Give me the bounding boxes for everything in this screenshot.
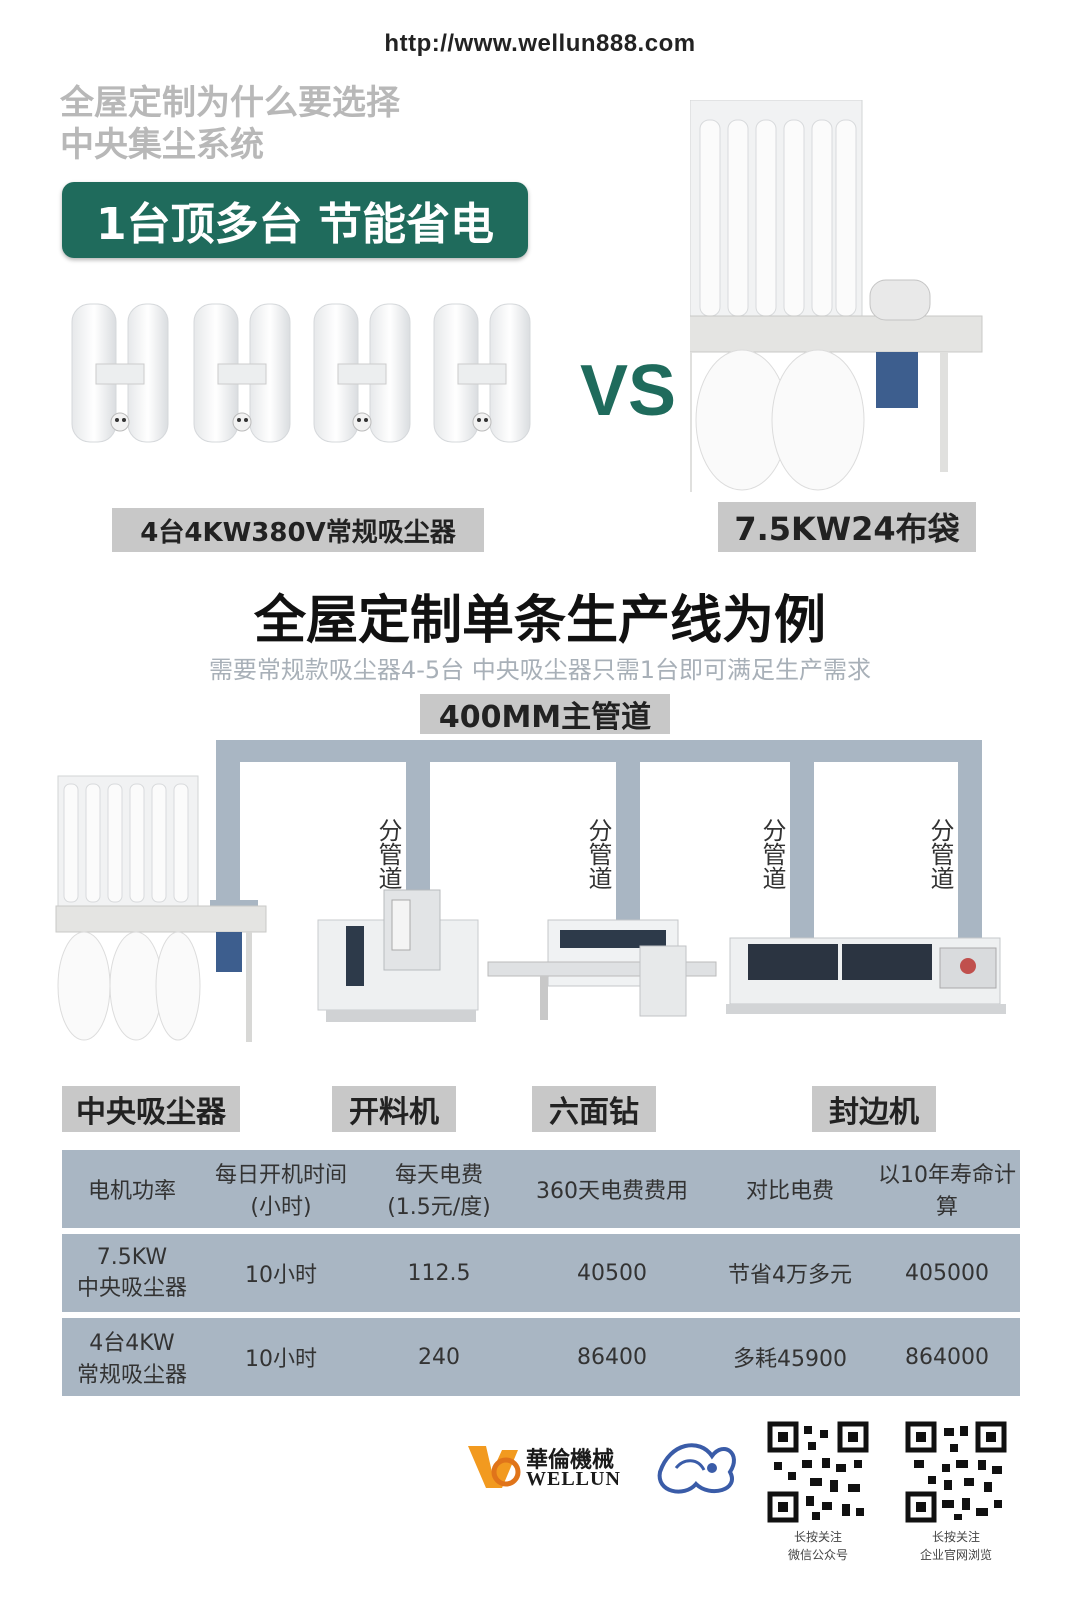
logo-english-name: WELLUN: [526, 1468, 621, 1490]
small-collector-4: [433, 303, 531, 443]
machine-label-central-collector: 中央吸尘器: [62, 1086, 240, 1132]
logo-chinese-name: 華倫機械: [526, 1447, 615, 1473]
table-cell: 节省4万多元: [706, 1234, 874, 1312]
production-line-heading: 全屋定制单条生产线为例: [253, 591, 826, 651]
vs-text: VS: [580, 351, 677, 431]
qr-caption-website: 长按关注 企业官网浏览: [904, 1528, 1008, 1564]
website-url: http://www.wellun888.com: [384, 30, 696, 57]
cnc-cutting-machine: [317, 889, 479, 1022]
conventional-collector-label: 4台4KW380V常规吸尘器: [112, 508, 484, 552]
table-cell: 240: [360, 1318, 518, 1396]
central-collector-spec-label: 7.5KW24布袋: [718, 502, 976, 552]
machine-label-edge-banding: 封边机: [812, 1086, 936, 1132]
intro-text: 全屋定制为什么要选择 中央集尘系统: [60, 82, 400, 166]
intro-line-1: 全屋定制为什么要选择: [60, 83, 400, 123]
table-cell: 864000: [874, 1318, 1020, 1396]
machine-label-cutting: 开料机: [332, 1086, 456, 1132]
main-pipe-drop: [216, 740, 240, 916]
qr-caption-line: 微信公众号: [787, 1548, 848, 1562]
qr-block-wechat: 长按关注 微信公众号: [766, 1420, 870, 1564]
table-cell: 多耗45900: [706, 1318, 874, 1396]
table-cell: 86400: [518, 1318, 706, 1396]
qr-caption-line: 企业官网浏览: [919, 1548, 992, 1562]
branch-pipe-3: [790, 740, 814, 956]
edge-banding-machine: [726, 937, 1006, 1014]
table-header-cell: 以10年寿命计算: [874, 1150, 1020, 1228]
table-cell: 112.5: [360, 1234, 518, 1312]
qr-caption-wechat: 长按关注 微信公众号: [766, 1528, 870, 1564]
pipe-diagram: [55, 740, 1006, 1042]
table-header-cell: 360天电费费用: [518, 1150, 706, 1228]
main-pipe: [216, 740, 982, 762]
branch-pipe-1: [406, 740, 430, 916]
table-cell: 4台4KW 常规吸尘器: [62, 1318, 202, 1396]
central-collector-small: [55, 775, 267, 1042]
table-cell: 10小时: [202, 1234, 360, 1312]
table-header-cell: 每天电费 (1.5元/度): [360, 1150, 518, 1228]
central-collector-illustration: [690, 100, 983, 492]
small-collector-1: [71, 303, 169, 443]
table-cell: 405000: [874, 1234, 1020, 1312]
qr-caption-line: 长按关注: [931, 1530, 980, 1544]
branch-pipe-label-4: 分管道: [926, 818, 954, 890]
qr-code-icon: [766, 1420, 870, 1524]
main-pipe-label: 400MM主管道: [420, 694, 670, 735]
qr-code-icon: [904, 1420, 1008, 1524]
decorative-emblem-icon: [657, 1443, 736, 1494]
branch-pipe-2: [616, 740, 640, 948]
table-row: 7.5KW 中央吸尘器 10小时 112.5 40500 节省4万多元 4050…: [62, 1234, 1020, 1312]
table-cell: 7.5KW 中央吸尘器: [62, 1234, 202, 1312]
table-header-cell: 每日开机时间 (小时): [202, 1150, 360, 1228]
table-header-row: 电机功率 每日开机时间 (小时) 每天电费 (1.5元/度) 360天电费费用 …: [62, 1150, 1020, 1228]
table-header-cell: 电机功率: [62, 1150, 202, 1228]
branch-pipe-label-1: 分管道: [374, 818, 402, 890]
intro-line-2: 中央集尘系统: [60, 125, 264, 165]
wellun-logo: 華倫機械 WELLUN: [462, 1440, 632, 1494]
table-row: 4台4KW 常规吸尘器 10小时 240 86400 多耗45900 86400…: [62, 1318, 1020, 1396]
six-sided-drill-machine: [487, 919, 717, 1020]
qr-block-website: 长按关注 企业官网浏览: [904, 1420, 1008, 1564]
table-header-cell: 对比电费: [706, 1150, 874, 1228]
small-collector-3: [313, 303, 411, 443]
production-line-subheading: 需要常规款吸尘器4-5台 中央吸尘器只需1台即可满足生产需求: [208, 656, 872, 684]
machine-label-drill: 六面钻: [532, 1086, 656, 1132]
small-dust-collectors-illustration: [71, 303, 531, 443]
wellun-logo-mark-icon: [468, 1446, 521, 1488]
cost-comparison-table: 电机功率 每日开机时间 (小时) 每天电费 (1.5元/度) 360天电费费用 …: [62, 1144, 1020, 1402]
branch-pipe-label-3: 分管道: [758, 818, 786, 890]
branch-pipe-4: [958, 740, 982, 962]
small-collector-2: [193, 303, 291, 443]
qr-caption-line: 长按关注: [793, 1530, 842, 1544]
branch-pipe-label-2: 分管道: [584, 818, 612, 890]
headline-banner: 1台顶多台 节能省电: [62, 182, 528, 258]
table-cell: 40500: [518, 1234, 706, 1312]
table-cell: 10小时: [202, 1318, 360, 1396]
